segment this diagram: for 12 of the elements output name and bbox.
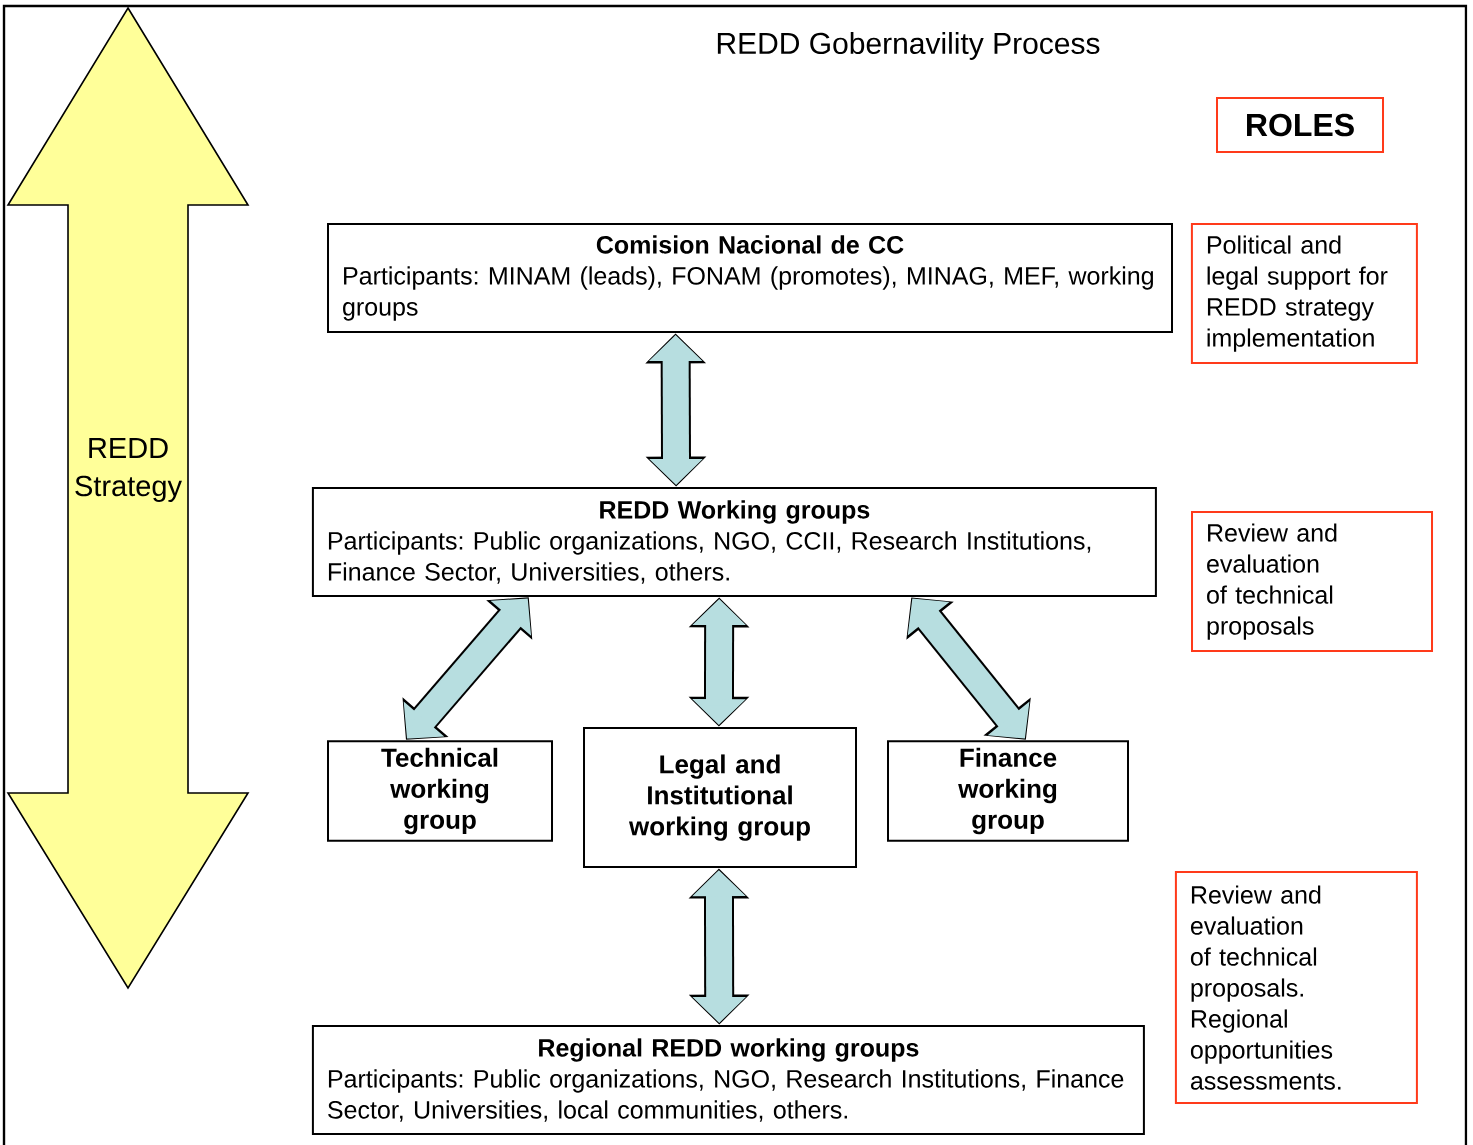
role-box: Review and evaluation of technical proposals — [1191, 511, 1433, 653]
process-box: REDD Working groups Participants: Public organizations, NGO, CCII, Research Institutions, Finance Sector, Universities, others. — [311, 487, 1157, 597]
process-box: Comision Nacional de CC Participants: MINAM (leads), FONAM (promotes), MINAG, MEF, working groups — [327, 223, 1173, 333]
process-box: Legal and Institutional working group — [583, 727, 857, 869]
double-arrow — [906, 597, 1031, 740]
role-box: Political and legal support for REDD strategy implementation — [1190, 223, 1418, 365]
title: REDD Gobernavility Process — [717, 32, 1100, 60]
process-box: Technical working group — [327, 740, 553, 842]
role-box: Review and evaluation of technical proposals. Regional opportunities assessments. — [1174, 871, 1418, 1105]
process-box: Regional REDD working groups Participants: Public organizations, NGO, Research Institutions, Finance Sector, Universities, local communities, others. — [311, 1025, 1145, 1135]
process-box: Finance working group — [887, 740, 1129, 842]
heading-box: ROLES — [1216, 97, 1384, 153]
